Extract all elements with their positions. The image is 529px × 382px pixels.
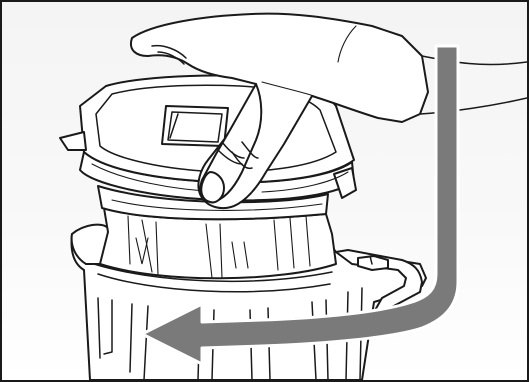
jar-icon xyxy=(72,208,427,380)
